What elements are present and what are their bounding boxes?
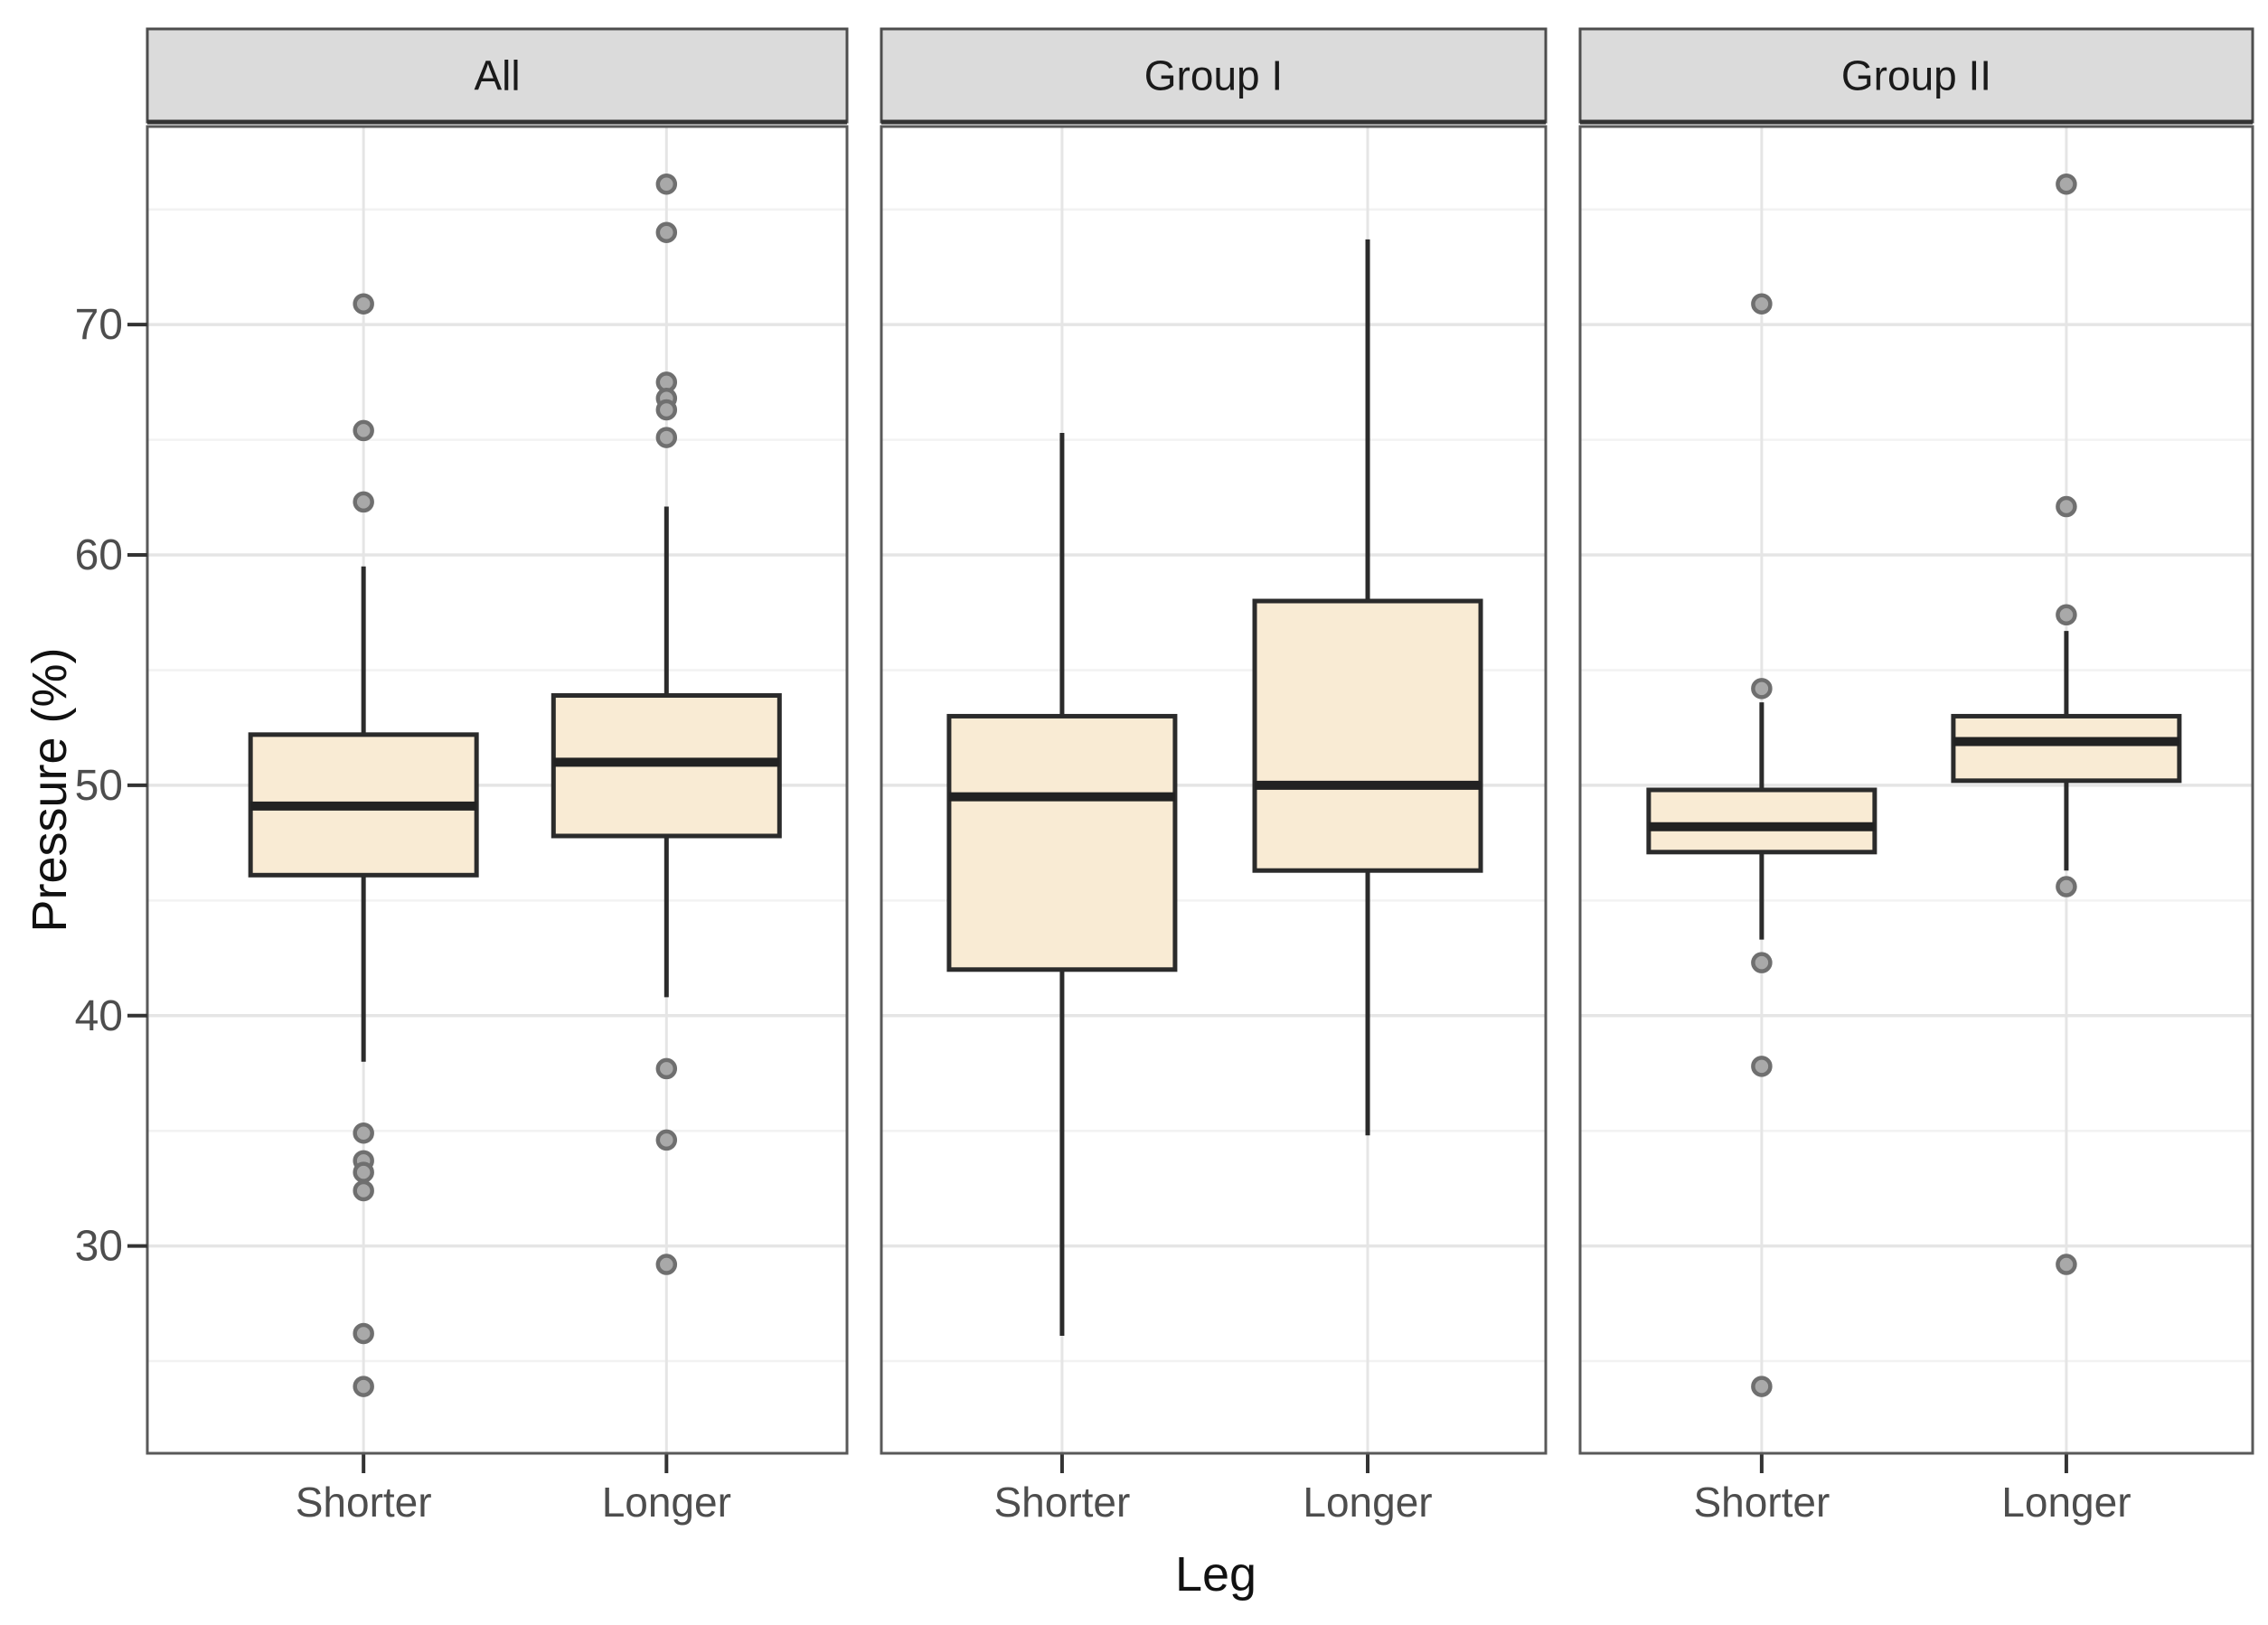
panel-border bbox=[1578, 125, 2254, 1455]
outlier-point bbox=[353, 1122, 374, 1144]
facet-strip-label: All bbox=[474, 52, 520, 99]
outlier-point bbox=[655, 1254, 678, 1275]
x-tick-label: Shorter bbox=[993, 1479, 1130, 1526]
outlier-point bbox=[353, 1376, 374, 1397]
y-tick-label: 60 bbox=[75, 531, 123, 579]
panel-border bbox=[880, 125, 1548, 1455]
outlier-point bbox=[1751, 678, 1773, 700]
outlier-point bbox=[2056, 173, 2077, 195]
outlier-point bbox=[655, 1057, 678, 1080]
outlier-point bbox=[2056, 1254, 2077, 1275]
x-tick-label: Shorter bbox=[1693, 1479, 1830, 1526]
x-tick-label: Longer bbox=[602, 1479, 731, 1526]
x-tick-label: Longer bbox=[1303, 1479, 1432, 1526]
outlier-point bbox=[353, 1161, 374, 1183]
facet-strip-label: Group I bbox=[1144, 52, 1283, 99]
y-axis-title: Pressure (%) bbox=[23, 647, 77, 933]
outlier-point bbox=[353, 1179, 374, 1202]
y-tick-label: 40 bbox=[75, 992, 123, 1040]
outlier-point bbox=[1751, 952, 1773, 973]
facet-strip bbox=[146, 27, 849, 124]
outlier-point bbox=[655, 399, 678, 421]
facet-strip bbox=[1578, 27, 2254, 124]
outlier-point bbox=[353, 1322, 374, 1345]
outlier-point bbox=[1751, 293, 1773, 315]
panel-border bbox=[146, 125, 849, 1455]
outlier-point bbox=[2056, 876, 2077, 897]
x-tick-label: Longer bbox=[2001, 1479, 2131, 1526]
outlier-point bbox=[353, 491, 374, 513]
outlier-point bbox=[655, 221, 678, 243]
y-tick-label: 70 bbox=[75, 301, 123, 349]
outlier-point bbox=[2056, 495, 2077, 518]
y-tick-label: 30 bbox=[75, 1223, 123, 1271]
box-rect bbox=[1252, 598, 1483, 873]
outlier-point bbox=[2056, 604, 2077, 626]
outlier-point bbox=[1751, 1056, 1773, 1077]
facet-strip bbox=[880, 27, 1548, 124]
box-rect bbox=[1951, 713, 2182, 784]
facet-strip-label: Group II bbox=[1841, 52, 1991, 99]
outlier-point bbox=[655, 173, 678, 195]
outlier-point bbox=[655, 427, 678, 448]
box-rect bbox=[946, 713, 1178, 972]
box-rect bbox=[1646, 787, 1877, 855]
x-tick-label: Shorter bbox=[296, 1479, 432, 1526]
outlier-point bbox=[655, 1129, 678, 1151]
x-axis-title: Leg bbox=[1174, 1547, 1257, 1602]
outlier-point bbox=[1751, 1376, 1773, 1397]
outlier-point bbox=[353, 293, 374, 315]
outlier-point bbox=[353, 419, 374, 442]
y-tick-label: 50 bbox=[75, 762, 123, 810]
